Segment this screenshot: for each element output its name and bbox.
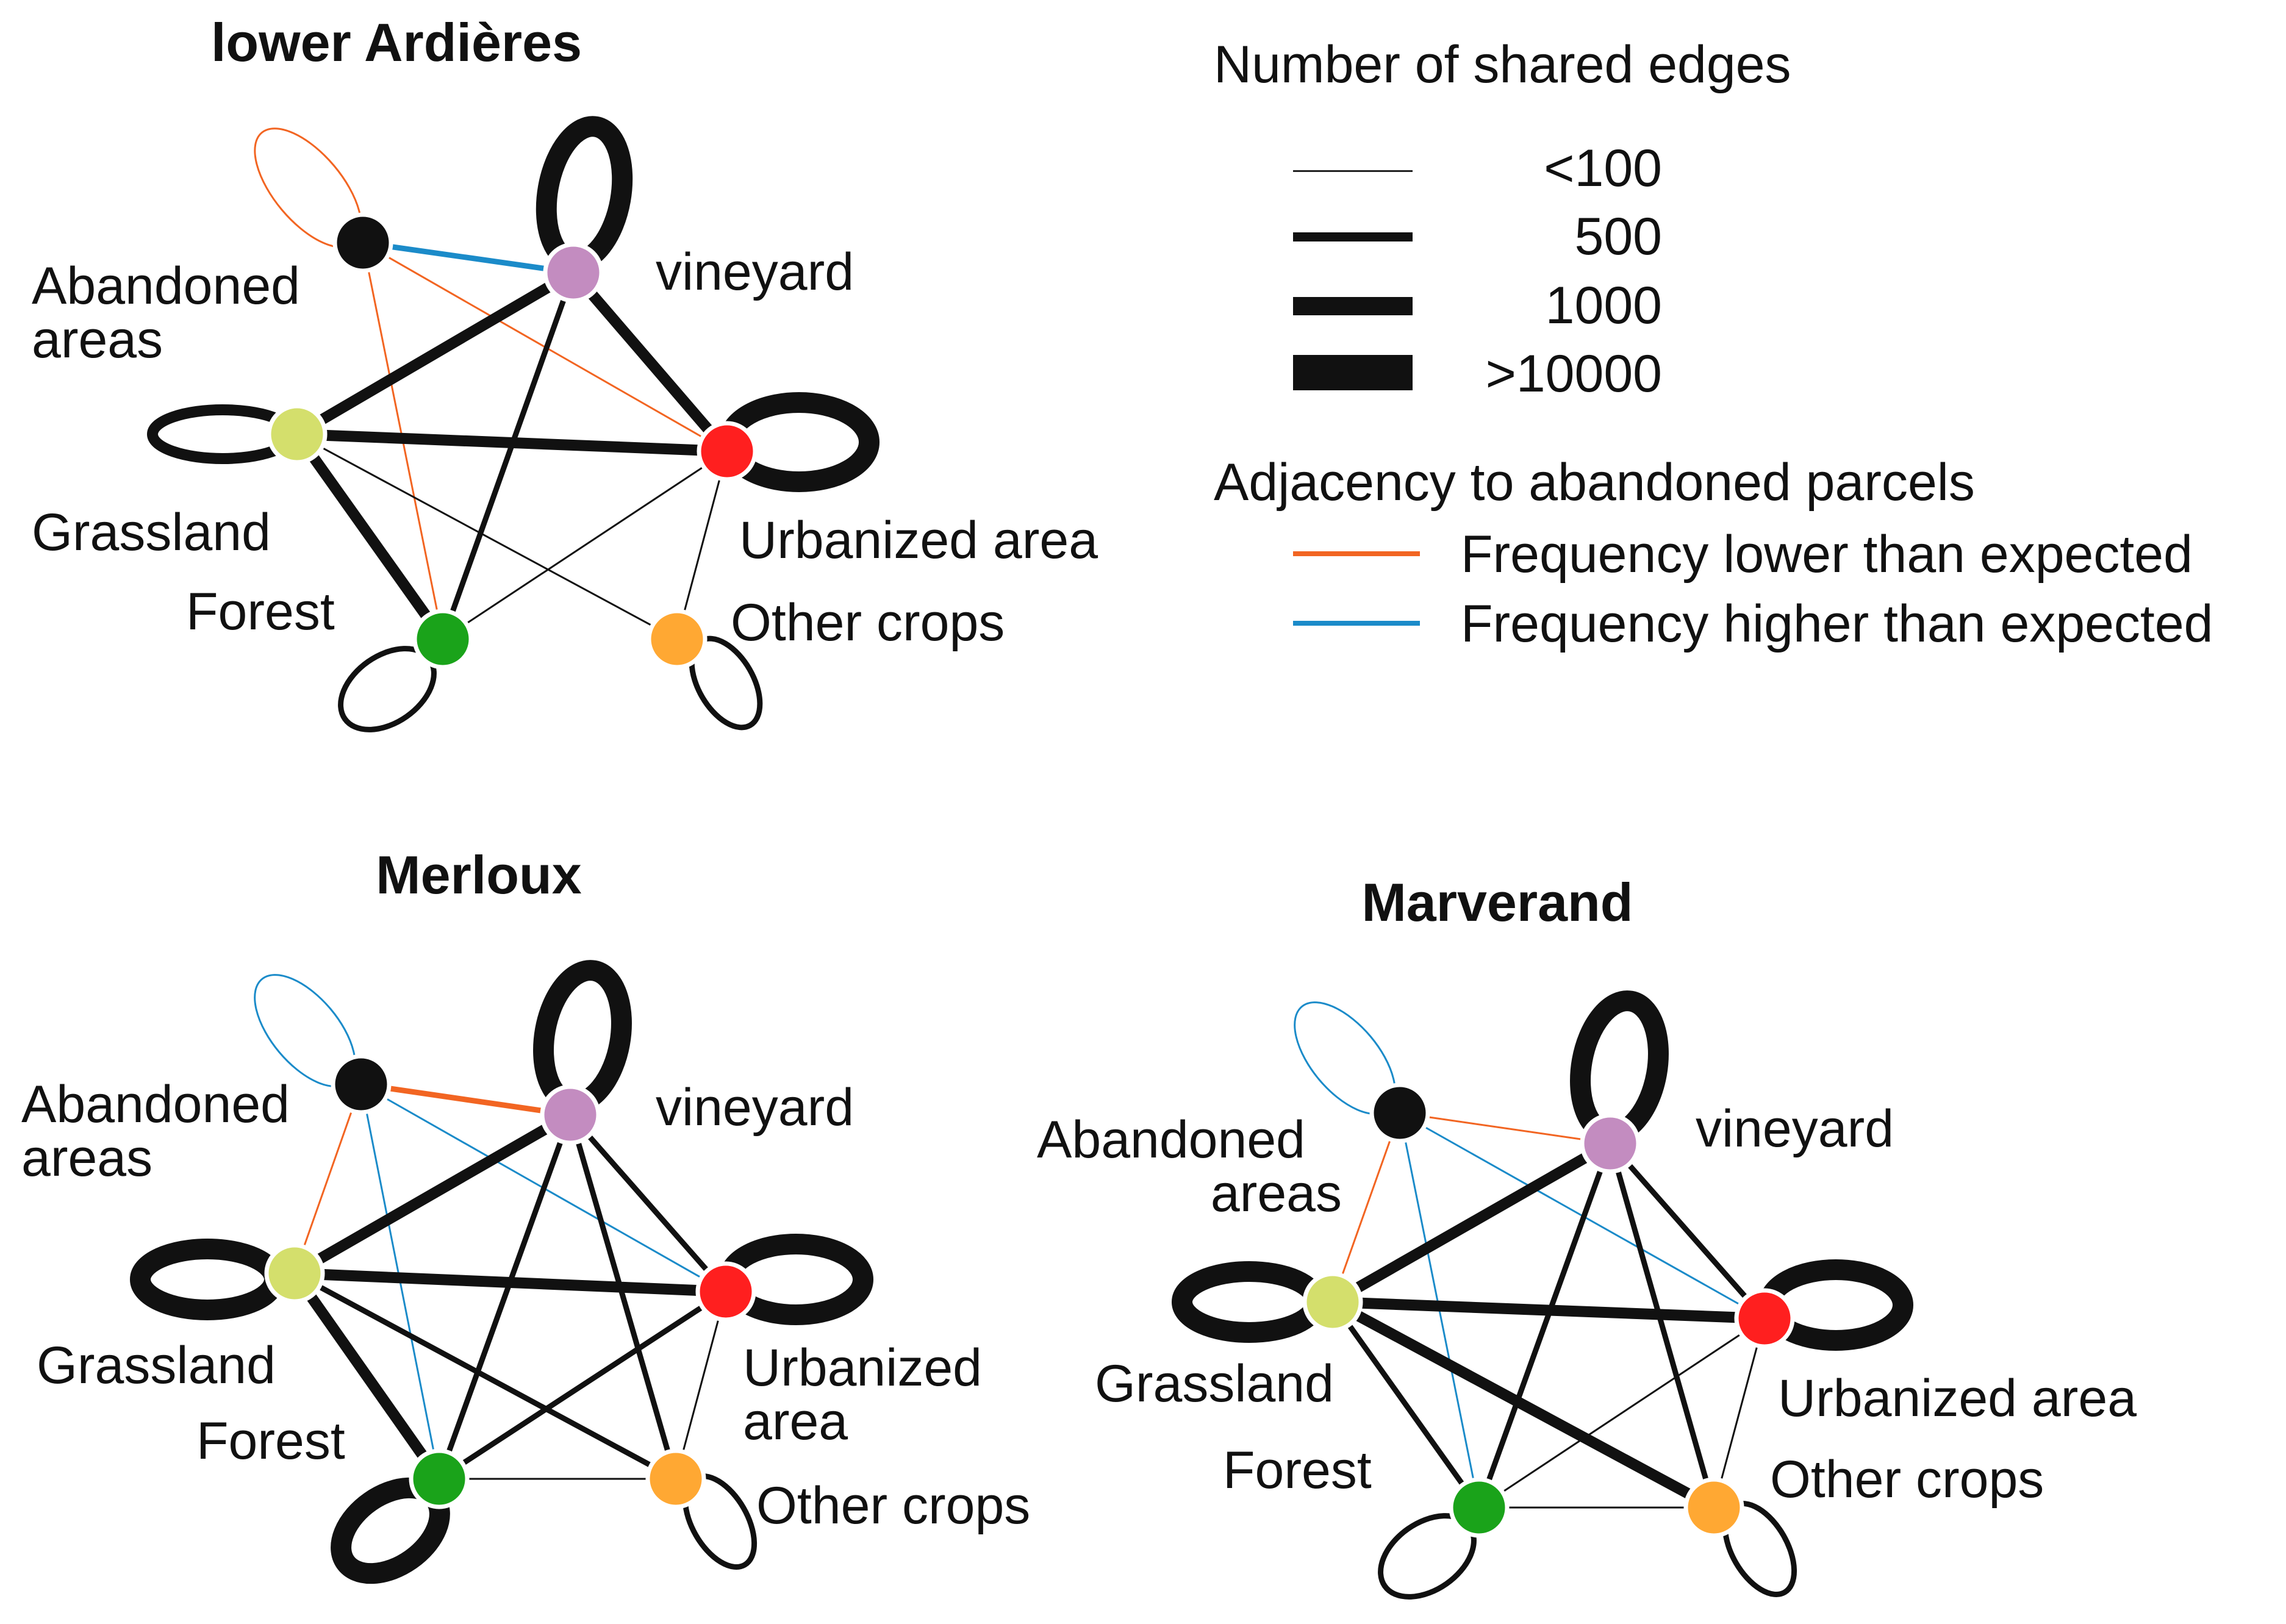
- node-label-abandoned: Abandoned: [21, 1075, 290, 1134]
- edge-abandoned-vineyard: [1399, 1112, 1611, 1145]
- edge-grassland-other-crops: [293, 1271, 678, 1481]
- node-grassland: [1302, 1272, 1363, 1332]
- legend-adjacency-lower-label: Frequency lower than expected: [1461, 525, 2193, 584]
- node-label-grassland: Grassland: [32, 503, 271, 562]
- graph-title-marverand: Marverand: [1361, 872, 1633, 932]
- node-label-abandoned-line2: areas: [1211, 1164, 1342, 1223]
- node-label-urbanized-line2: area: [743, 1392, 848, 1451]
- graph-title-merloux: Merloux: [376, 845, 581, 905]
- legend-width-label: 500: [1575, 207, 1663, 266]
- edge-vineyard-urbanized: [569, 269, 731, 455]
- edge-vineyard-grassland: [294, 268, 576, 439]
- legend-edges-title: Number of shared edges: [1214, 35, 1791, 94]
- edge-urbanized-forest: [1478, 1317, 1765, 1509]
- node-urbanized: [1734, 1288, 1795, 1349]
- edge-abandoned-grassland: [293, 1084, 362, 1274]
- edge-grassland-urbanized: [296, 429, 728, 457]
- edge-grassland-other-crops: [296, 433, 678, 640]
- edge-grassland-urbanized: [1332, 1297, 1765, 1324]
- edge-abandoned-grassland: [1331, 1112, 1401, 1303]
- node-label-urbanized: Urbanized area: [739, 511, 1098, 570]
- edge-urbanized-other-crops: [675, 1291, 727, 1479]
- graph-merloux: [130, 960, 873, 1584]
- edge-vineyard-urbanized: [568, 1113, 728, 1293]
- legend-swatch-lower: [1293, 551, 1420, 556]
- node-other-crops: [647, 609, 708, 670]
- edge-vineyard-other-crops: [1607, 1142, 1717, 1509]
- edge-vineyard-urbanized: [1608, 1142, 1767, 1320]
- node-label-vineyard: vineyard: [656, 1078, 854, 1137]
- edge-vineyard-grassland: [1330, 1139, 1613, 1307]
- node-forest: [409, 1448, 470, 1509]
- node-urbanized: [695, 1261, 756, 1322]
- legend-adjacency-higher-label: Frequency higher than expected: [1461, 595, 2213, 653]
- edge-urbanized-forest: [437, 1289, 728, 1481]
- node-forest: [412, 609, 473, 670]
- edge-grassland-urbanized: [294, 1268, 726, 1297]
- node-vineyard: [1580, 1113, 1641, 1174]
- edge-grassland-forest: [290, 1270, 444, 1483]
- edge-grassland-other-crops: [1330, 1297, 1717, 1512]
- node-vineyard: [543, 242, 604, 303]
- edge-abandoned-vineyard: [360, 1081, 571, 1118]
- graph-marverand: [1172, 990, 1913, 1600]
- legend-swatch-medium: [1293, 232, 1413, 241]
- node-label-forest: Forest: [186, 582, 335, 641]
- node-abandoned: [1369, 1082, 1430, 1143]
- legend-width-label: >10000: [1486, 345, 1662, 403]
- edge-urbanized-other-crops: [676, 451, 728, 640]
- node-other-crops: [645, 1448, 706, 1509]
- edge-vineyard-forest: [440, 271, 576, 640]
- node-grassland: [264, 1243, 325, 1304]
- node-label-vineyard: vineyard: [1696, 1100, 1894, 1158]
- edge-grassland-forest: [292, 431, 448, 643]
- legend-width-label: 1000: [1546, 276, 1662, 335]
- legend-swatch-thin: [1293, 170, 1413, 172]
- node-label-abandoned-line2: areas: [32, 310, 163, 369]
- node-label-grassland: Grassland: [1095, 1354, 1334, 1413]
- self-loop-grassland: [1172, 1261, 1327, 1343]
- node-label-other-crops: Other crops: [756, 1476, 1030, 1535]
- edge-abandoned-vineyard: [362, 240, 574, 276]
- legend-width-label: <100: [1544, 139, 1662, 198]
- node-grassland: [267, 404, 328, 465]
- legend: Number of shared edges <100 500 1000 >10…: [1214, 35, 2213, 653]
- node-label-grassland: Grassland: [37, 1336, 276, 1395]
- node-label-vineyard: vineyard: [656, 243, 854, 301]
- node-label-urbanized: Urbanized area: [1778, 1369, 2137, 1428]
- node-label-other-crops: Other crops: [731, 593, 1005, 652]
- legend-adjacency-title: Adjacency to abandoned parcels: [1214, 453, 1975, 512]
- node-label-urbanized: Urbanized: [743, 1339, 982, 1397]
- edge-vineyard-other-crops: [567, 1114, 679, 1480]
- edge-vineyard-forest: [436, 1114, 573, 1480]
- legend-swatch-xthick: [1293, 355, 1413, 390]
- node-forest: [1449, 1477, 1510, 1538]
- node-label-abandoned: Abandoned: [1037, 1111, 1305, 1169]
- node-abandoned: [332, 212, 393, 273]
- legend-swatch-thick: [1293, 297, 1413, 315]
- edge-urbanized-forest: [442, 450, 728, 640]
- edge-grassland-forest: [1330, 1300, 1482, 1509]
- node-label-abandoned: Abandoned: [32, 257, 300, 315]
- node-vineyard: [540, 1084, 601, 1145]
- node-label-other-crops: Other crops: [1770, 1450, 2044, 1509]
- legend-swatch-higher: [1293, 621, 1420, 626]
- graph-lower-ardieres: [147, 116, 880, 732]
- self-loop-grassland: [130, 1239, 285, 1320]
- node-label-forest: Forest: [1223, 1441, 1372, 1500]
- node-label-abandoned-line2: areas: [21, 1129, 152, 1187]
- graph-title-lower-ardieres: lower Ardières: [211, 12, 582, 73]
- node-other-crops: [1683, 1477, 1744, 1538]
- edge-urbanized-other-crops: [1713, 1318, 1766, 1508]
- edge-vineyard-forest: [1476, 1142, 1613, 1509]
- node-abandoned: [331, 1054, 392, 1115]
- node-label-forest: Forest: [196, 1412, 345, 1470]
- edge-vineyard-grassland: [292, 1110, 573, 1278]
- node-urbanized: [697, 421, 758, 482]
